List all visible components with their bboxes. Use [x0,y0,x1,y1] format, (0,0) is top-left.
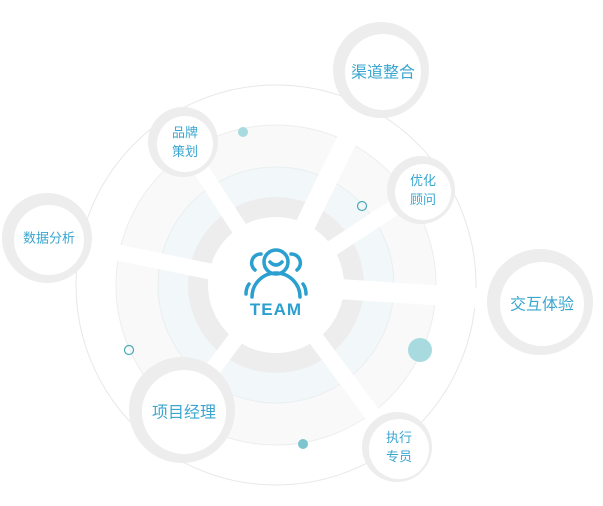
node-data: 数据分析 [23,231,75,250]
node-label-line: 品牌 [171,126,199,142]
node-interaction: 交互体验 [510,292,574,315]
team-people-icon [244,248,308,299]
node-circle-pm [142,370,226,454]
decor-ring [123,344,135,356]
node-circle-optimize [395,164,451,220]
node-label-line: 策划 [171,145,199,160]
node-channel: 渠道整合 [351,60,415,83]
team-label: TEAM [249,300,303,319]
node-circle-data [14,205,84,275]
node-circle-brand [157,116,213,172]
center-circle [208,217,344,353]
node-optimize: 优化顾问 [410,173,436,211]
decor-dot-large [408,338,432,362]
decor-dot [298,439,308,449]
node-exec: 执行专员 [386,430,412,468]
node-label-line: 数据分析 [22,231,76,247]
node-label-line: 项目经理 [151,402,217,422]
node-pm: 项目经理 [152,400,216,423]
decor-dot [238,127,248,137]
node-label-line: 渠道整合 [350,62,416,82]
node-label-line: 优化 [409,174,437,190]
node-circle-channel [345,34,421,110]
node-label-line: 执行 [385,431,413,447]
node-label-line: 交互体验 [509,294,575,314]
node-label-line: 专员 [385,450,413,465]
node-circle-interaction [500,262,584,346]
decor-ring [356,200,368,212]
node-label-line: 顾问 [409,193,437,208]
node-brand: 品牌策划 [172,125,198,163]
node-circle-exec [369,419,429,479]
